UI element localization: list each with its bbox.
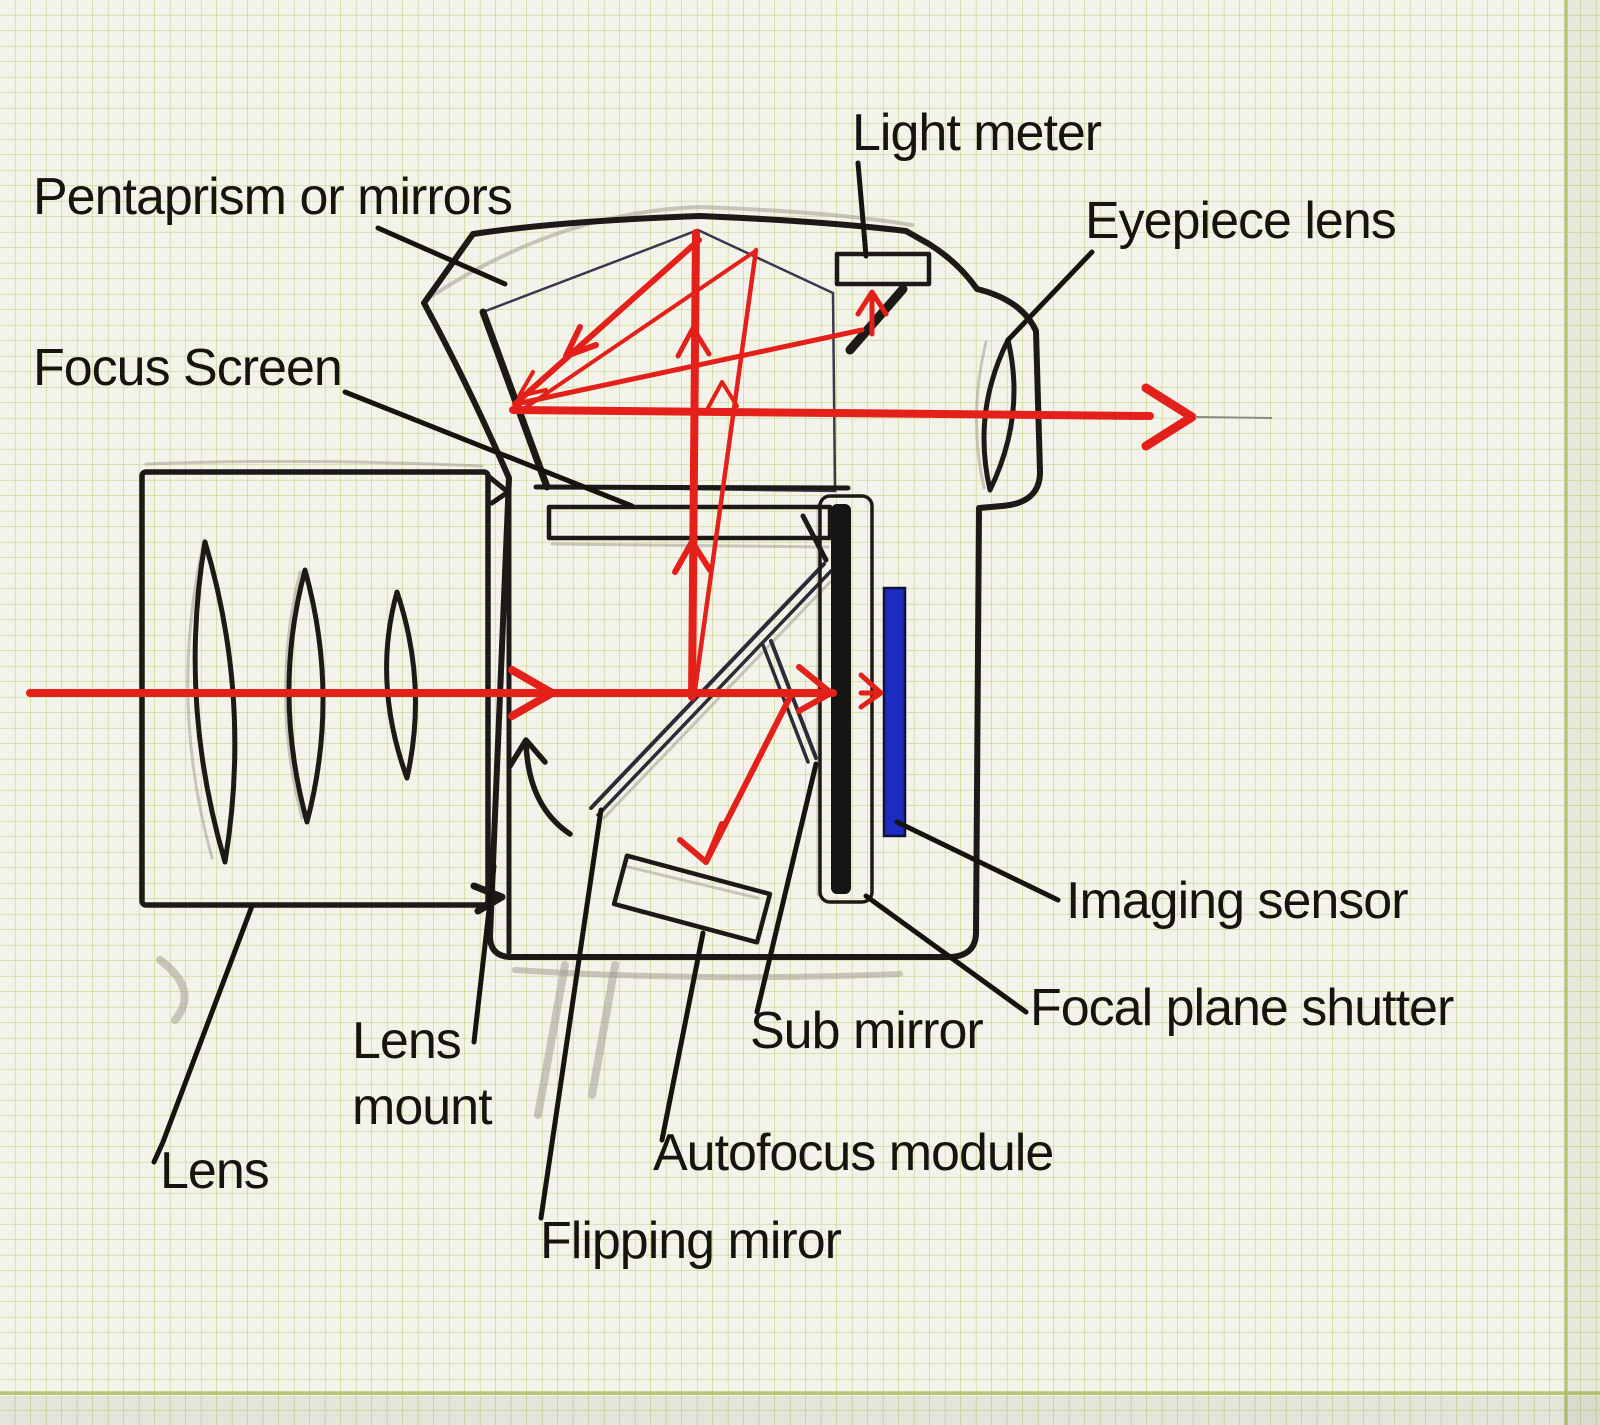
label-light-meter: Light meter [852, 104, 1102, 162]
shutter-and-sensor [818, 494, 907, 904]
pencil-ghost-strokes [144, 204, 988, 1119]
label-focus-screen: Focus Screen [33, 339, 342, 397]
lens-element-1 [192, 539, 238, 865]
label-lens: Lens [160, 1142, 269, 1200]
mirror-mechanism [507, 513, 833, 945]
light-rays [26, 229, 1273, 865]
focal-plane-shutter-curtain [831, 504, 851, 894]
label-eyepiece: Eyepiece lens [1085, 192, 1396, 250]
label-focal-plane-shutter: Focal plane shutter [1030, 979, 1454, 1037]
ray-up-arrow-low [672, 539, 713, 575]
sub-mirror-face [769, 639, 818, 760]
labels: Pentaprism or mirrors Focus Screen Light… [33, 104, 1455, 1270]
mirror-pivot [800, 513, 829, 563]
label-flipping-mirror: Flipping miror [540, 1212, 842, 1270]
camera-body [421, 213, 1043, 960]
label-lens-mount-1: Lens [352, 1012, 461, 1070]
ray-left-arrow-corner [517, 370, 548, 398]
exit-pencil-line [1194, 416, 1273, 419]
lens-barrel-box [139, 469, 491, 908]
paper-edge-shade-right [1568, 0, 1600, 1425]
label-sub-mirror: Sub mirror [750, 1002, 983, 1060]
flipping-mirror-face [589, 562, 826, 810]
label-imaging-sensor: Imaging sensor [1066, 872, 1408, 930]
label-autofocus: Autofocus module [653, 1124, 1053, 1182]
eyepiece-lens-shape [981, 337, 1017, 493]
lens-element-2 [286, 567, 326, 825]
leader-light-meter [855, 160, 869, 259]
axis-arrow-3 [858, 672, 884, 710]
ray-mirror-up-2 [691, 247, 759, 700]
light-meter-mirror [845, 284, 908, 355]
pentaprism-mirror-face [479, 308, 551, 491]
camera-body-outline [421, 213, 1043, 960]
leader-lens [151, 903, 255, 1165]
leader-lens-mount [471, 863, 497, 1045]
imaging-sensor-bar [882, 586, 907, 838]
axis-arrow-1 [508, 666, 556, 720]
eyepiece-exit-arrow [1141, 383, 1197, 451]
leader-autofocus [659, 930, 706, 1143]
leader-pentaprism [375, 225, 508, 287]
ray-up-arrow-high [675, 325, 712, 359]
ray-prism-left-2 [520, 250, 756, 412]
viewfinder-parts [834, 251, 1017, 493]
ray-left-arrow-mid [563, 324, 599, 359]
meter-up-arrow [855, 289, 889, 337]
leader-eyepiece [1005, 249, 1095, 343]
lens-assembly [139, 469, 511, 915]
label-lens-mount-2: mount [352, 1078, 493, 1136]
lens-element-3 [384, 589, 418, 781]
ray-prism-left [512, 237, 702, 407]
autofocus-arrow [677, 821, 725, 865]
light-meter-box [834, 251, 932, 287]
leader-sub-mirror [754, 761, 819, 1015]
lens-mount-mark-bottom [470, 882, 506, 915]
label-pentaprism: Pentaprism or mirrors [33, 168, 512, 226]
paper-edge-shade-bottom [0, 1396, 1600, 1425]
autofocus-module-box [611, 853, 773, 945]
axis-arrow-2 [796, 664, 834, 714]
leader-focal-plane-shutter [863, 893, 1029, 1015]
label-leaders [151, 160, 1095, 1221]
ray-mirror-up [688, 229, 700, 701]
leader-imaging-sensor [894, 819, 1061, 903]
ray-to-eyepiece [509, 406, 1154, 420]
leader-flipping-mirror [538, 807, 604, 1221]
ray-to-meter [513, 327, 865, 407]
lens-mount-mark-top [485, 473, 511, 506]
ray-up-arrow-tilt [706, 380, 739, 410]
mirror-rotation-arrow [507, 737, 573, 837]
leader-focus-screen [342, 389, 635, 509]
